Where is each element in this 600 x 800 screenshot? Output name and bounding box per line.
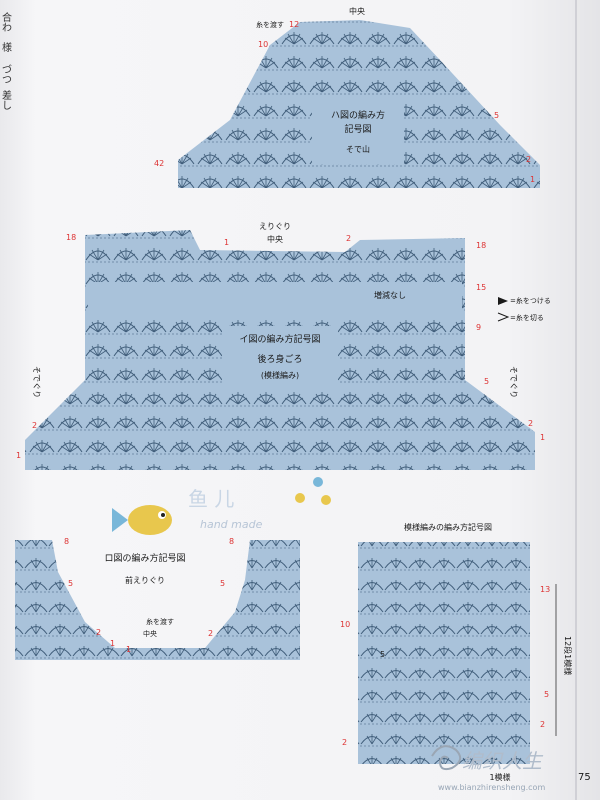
ro-row-1r: 1 — [126, 645, 131, 654]
ro-row-2r: 2 — [208, 629, 213, 638]
margin-text-1: 合わ — [2, 13, 12, 34]
pattern-row-10: 10 — [340, 620, 350, 629]
i-center-label: 中央 — [267, 234, 283, 244]
ha-yarn-label: 糸を渡す — [256, 20, 284, 29]
fish-logo-icon — [112, 477, 331, 535]
pattern-title: 模様編みの編み方記号図 — [404, 522, 492, 532]
pattern-row-5a: 5 — [380, 650, 385, 659]
i-row-2a: 2 — [346, 234, 351, 243]
cut-arrow-icon — [497, 312, 510, 322]
i-no-change-label: 増減なし — [374, 290, 406, 300]
i-row-9: 9 — [476, 323, 481, 332]
ro-title: ロ図の編み方記号図 — [104, 552, 185, 564]
i-neck-label: えりぐり — [259, 222, 291, 231]
i-row-1a: 1 — [224, 238, 229, 247]
fish-watermark-script: hand made — [200, 518, 263, 531]
i-subtitle: 後ろ身ごろ — [257, 353, 302, 365]
i-row-2c: 2 — [528, 419, 533, 428]
page-number: 75 — [578, 772, 591, 783]
margin-text-3: づつ — [2, 65, 12, 86]
ro-row-1l: 1 — [110, 639, 115, 648]
i-subtitle2: (模様編み) — [261, 370, 299, 380]
i-row-18-left: 18 — [66, 233, 76, 242]
ro-row-2l: 2 — [96, 628, 101, 637]
margin-text-2: 様 — [2, 43, 12, 54]
i-row-18-right: 18 — [476, 241, 486, 250]
fish-watermark-chars: 鱼 儿 — [188, 487, 234, 511]
i-sleeve-right: そでぐり — [509, 366, 518, 398]
pattern-footer: 1模様 — [489, 772, 510, 782]
attach-arrow-icon — [498, 297, 508, 305]
i-row-15: 15 — [476, 283, 486, 292]
i-title: イ図の編み方記号図 — [239, 333, 320, 345]
site-url: www.bianzhirensheng.com — [438, 783, 545, 792]
ha-title: ハ図の編み方 — [331, 109, 385, 121]
pattern-row-2b: 2 — [540, 720, 545, 729]
ro-yarn-label: 糸を渡す — [146, 617, 174, 626]
pattern-repeat-label: 12段1模様 — [563, 636, 573, 675]
ha-center-label: 中央 — [349, 6, 365, 16]
ha-row-5: 5 — [494, 111, 499, 120]
diagram-ro — [15, 540, 300, 660]
i-row-2b: 2 — [32, 421, 37, 430]
i-row-1b: 1 — [16, 451, 21, 460]
ha-row-42: 42 — [154, 159, 164, 168]
ha-title2: 記号図 — [344, 123, 371, 135]
margin-text-4: 差し — [2, 91, 12, 112]
ro-row-5r: 5 — [220, 579, 225, 588]
pattern-row-2a: 2 — [342, 738, 347, 747]
ro-row-5l: 5 — [68, 579, 73, 588]
pattern-row-13: 13 — [540, 585, 550, 594]
i-row-5: 5 — [484, 377, 489, 386]
page-gutter — [575, 0, 577, 800]
ha-row-2: 2 — [526, 155, 531, 164]
ro-row-8r: 8 — [229, 537, 234, 546]
spiral-logo-icon — [431, 745, 462, 771]
ha-subtitle: そで山 — [346, 144, 370, 154]
legend-attach: =糸をつける — [510, 296, 551, 305]
diagram-i — [25, 230, 535, 470]
ro-row-8l: 8 — [64, 537, 69, 546]
pattern-row-5b: 5 — [544, 690, 549, 699]
i-sleeve-left: そでぐり — [32, 366, 41, 398]
legend-cut: =糸を切る — [510, 313, 544, 322]
ro-center-label: 中央 — [143, 629, 157, 638]
i-row-1c: 1 — [540, 433, 545, 442]
site-logo-text: 编织人生 — [462, 749, 544, 773]
diagram-pattern — [358, 542, 530, 764]
ro-subtitle: 前えりぐり — [125, 575, 165, 585]
ha-row-10: 10 — [258, 40, 268, 49]
ha-row-1: 1 — [530, 175, 535, 184]
diagram-ha — [178, 20, 540, 188]
ha-row-12: 12 — [289, 20, 299, 29]
